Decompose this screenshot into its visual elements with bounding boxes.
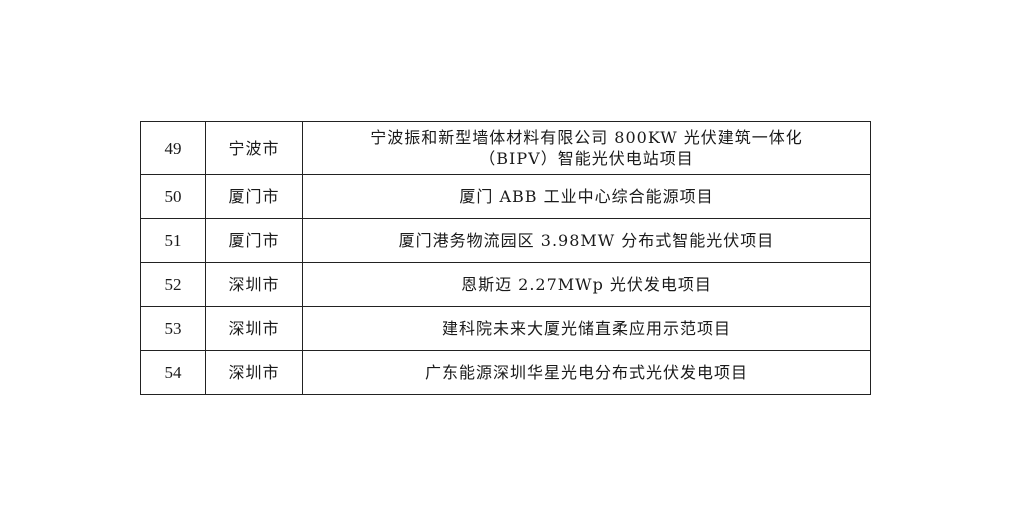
project-name-cell: 厦门 ABB 工业中心综合能源项目 [302,174,871,219]
row-number: 51 [140,218,206,263]
table-row: 51 厦门市 厦门港务物流园区 3.98MW 分布式智能光伏项目 [140,218,871,263]
project-table: 49 宁波市 宁波振和新型墙体材料有限公司 800KW 光伏建筑一体化 （BIP… [140,121,871,395]
project-name-cell: 广东能源深圳华星光电分布式光伏发电项目 [302,350,871,395]
project-name-line: 建科院未来大厦光储直柔应用示范项目 [441,319,731,338]
row-number: 54 [140,350,206,395]
row-number: 50 [140,174,206,219]
table-row: 53 深圳市 建科院未来大厦光储直柔应用示范项目 [140,306,871,351]
table-row: 54 深圳市 广东能源深圳华星光电分布式光伏发电项目 [140,350,871,395]
table-row: 49 宁波市 宁波振和新型墙体材料有限公司 800KW 光伏建筑一体化 （BIP… [140,121,871,175]
table-row: 50 厦门市 厦门 ABB 工业中心综合能源项目 [140,174,871,219]
project-name-line: 恩斯迈 2.27MWp 光伏发电项目 [461,275,712,294]
city-cell: 深圳市 [205,306,303,351]
table-row: 52 深圳市 恩斯迈 2.27MWp 光伏发电项目 [140,262,871,307]
project-name-cell: 宁波振和新型墙体材料有限公司 800KW 光伏建筑一体化 （BIPV）智能光伏电… [302,121,871,175]
project-name-cell: 建科院未来大厦光储直柔应用示范项目 [302,306,871,351]
row-number: 49 [140,121,206,175]
city-cell: 深圳市 [205,262,303,307]
row-number: 52 [140,262,206,307]
project-name-line: 厦门港务物流园区 3.98MW 分布式智能光伏项目 [398,231,775,250]
city-cell: 厦门市 [205,218,303,263]
project-name-line: 广东能源深圳华星光电分布式光伏发电项目 [424,363,748,382]
row-number: 53 [140,306,206,351]
city-cell: 深圳市 [205,350,303,395]
project-name-line: （BIPV）智能光伏电站项目 [479,149,694,168]
project-name-cell: 厦门港务物流园区 3.98MW 分布式智能光伏项目 [302,218,871,263]
city-cell: 厦门市 [205,174,303,219]
project-name-cell: 恩斯迈 2.27MWp 光伏发电项目 [302,262,871,307]
project-name-line: 厦门 ABB 工业中心综合能源项目 [459,187,714,206]
city-cell: 宁波市 [205,121,303,175]
project-name-line: 宁波振和新型墙体材料有限公司 800KW 光伏建筑一体化 [370,128,803,147]
